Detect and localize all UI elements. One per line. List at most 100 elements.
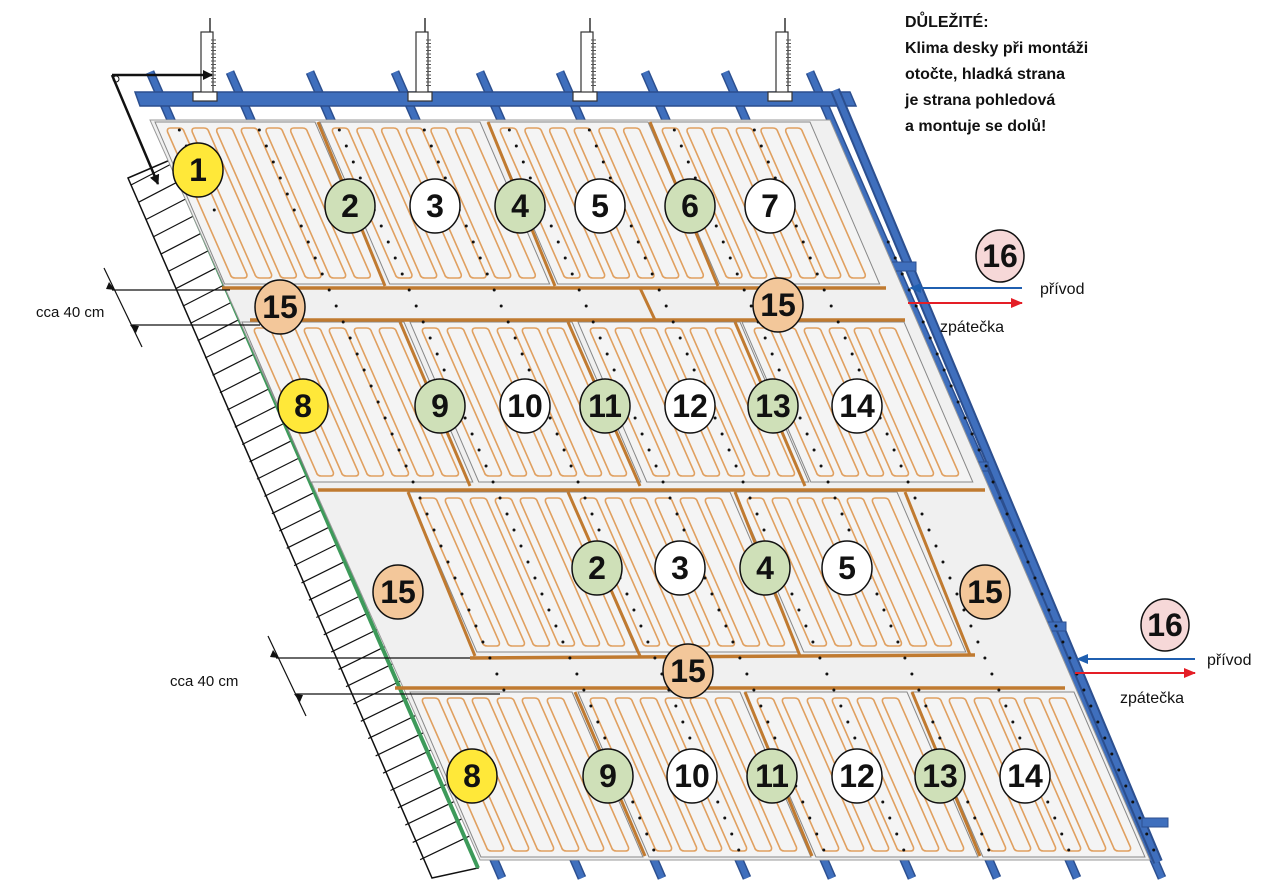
badge-circle xyxy=(739,540,791,596)
screw xyxy=(805,432,809,436)
screw xyxy=(379,224,383,228)
screw xyxy=(485,272,489,276)
climate-panel xyxy=(241,321,474,483)
badge-circle xyxy=(579,378,631,434)
screw xyxy=(752,688,756,692)
note-line: otočte, hladká strana xyxy=(905,66,1066,83)
screw xyxy=(846,720,850,724)
screw xyxy=(533,576,537,580)
heating-tube-loop xyxy=(240,127,322,279)
screw xyxy=(439,544,443,548)
screw xyxy=(991,480,995,484)
hanger-clip xyxy=(767,91,793,102)
joint-strip xyxy=(638,287,657,321)
screw xyxy=(812,448,816,452)
panel-badge-2: 2 xyxy=(571,540,623,596)
supply-label: přívod xyxy=(1207,652,1251,669)
badge-number: 12 xyxy=(839,758,875,794)
badge-circle xyxy=(409,178,461,234)
screw xyxy=(407,288,411,292)
screw xyxy=(896,640,900,644)
heating-tube-loop xyxy=(499,127,581,279)
screw xyxy=(826,480,830,484)
screw xyxy=(1117,768,1121,772)
screw xyxy=(512,528,516,532)
heating-tube-loop xyxy=(686,127,768,279)
heating-tube-loop xyxy=(781,697,865,852)
screw xyxy=(561,640,565,644)
main-beam-top xyxy=(133,91,858,107)
panel-badge-14: 14 xyxy=(999,748,1051,804)
screw xyxy=(411,480,415,484)
heating-tube-loop xyxy=(806,697,890,852)
heating-tube-loop xyxy=(548,127,631,279)
screw xyxy=(668,496,672,500)
screw xyxy=(1033,576,1037,580)
panel-badge-10: 10 xyxy=(499,378,551,434)
badge-number: 11 xyxy=(588,388,622,424)
badge-number: 15 xyxy=(380,574,416,610)
screw xyxy=(362,368,366,372)
screw xyxy=(920,512,924,516)
screw xyxy=(464,224,468,228)
panel-badge-3: 3 xyxy=(654,540,706,596)
filler-badge-15: 15 xyxy=(959,564,1011,620)
panel-badge-14: 14 xyxy=(831,378,883,434)
badge-number: 14 xyxy=(839,388,875,424)
badge-circle xyxy=(747,378,799,434)
screw xyxy=(526,560,530,564)
screw xyxy=(893,256,897,260)
panel-board xyxy=(409,691,644,858)
screw xyxy=(928,336,932,340)
screw xyxy=(808,816,812,820)
screw xyxy=(470,432,474,436)
screw xyxy=(738,656,742,660)
screw xyxy=(527,368,531,372)
dimension-arrow xyxy=(270,650,279,658)
screw xyxy=(977,448,981,452)
screw xyxy=(591,320,595,324)
heating-tube-loop xyxy=(654,497,736,647)
screw xyxy=(556,240,560,244)
badge-circle xyxy=(574,178,626,234)
screw xyxy=(645,832,649,836)
screw xyxy=(962,608,966,612)
screw xyxy=(306,240,310,244)
heating-tube-loop xyxy=(784,127,867,279)
screw xyxy=(990,672,994,676)
direction-arrow-down xyxy=(110,74,160,185)
badge-circle xyxy=(1140,598,1190,652)
screw xyxy=(734,464,738,468)
screw xyxy=(935,352,939,356)
screw xyxy=(1019,544,1023,548)
dimension-line xyxy=(103,267,143,348)
heating-tube-loop xyxy=(735,127,817,279)
screw xyxy=(492,288,496,292)
screw xyxy=(741,480,745,484)
panel-badge-13: 13 xyxy=(747,378,799,434)
screw xyxy=(484,464,488,468)
badge-number: 5 xyxy=(838,550,856,586)
heating-tube-loop xyxy=(614,697,698,852)
panel-badge-12: 12 xyxy=(664,378,716,434)
screw xyxy=(393,256,397,260)
heating-tube-loop xyxy=(639,327,721,477)
screw xyxy=(521,160,525,164)
screw xyxy=(794,224,798,228)
screw xyxy=(714,224,718,228)
wall xyxy=(127,158,480,879)
heating-tube-loop xyxy=(328,327,410,477)
hanger-body xyxy=(775,31,789,95)
badge-number: 16 xyxy=(1147,607,1183,643)
supply-label: přívod xyxy=(1040,281,1084,298)
dimension-top: cca 40 cm xyxy=(36,267,260,348)
screw xyxy=(590,512,594,516)
screw xyxy=(608,176,612,180)
heating-tube-loop xyxy=(871,497,953,647)
screw xyxy=(583,496,587,500)
screw xyxy=(337,128,341,132)
screw xyxy=(1061,640,1065,644)
screw xyxy=(603,736,607,740)
heating-tube-loop xyxy=(265,127,347,279)
